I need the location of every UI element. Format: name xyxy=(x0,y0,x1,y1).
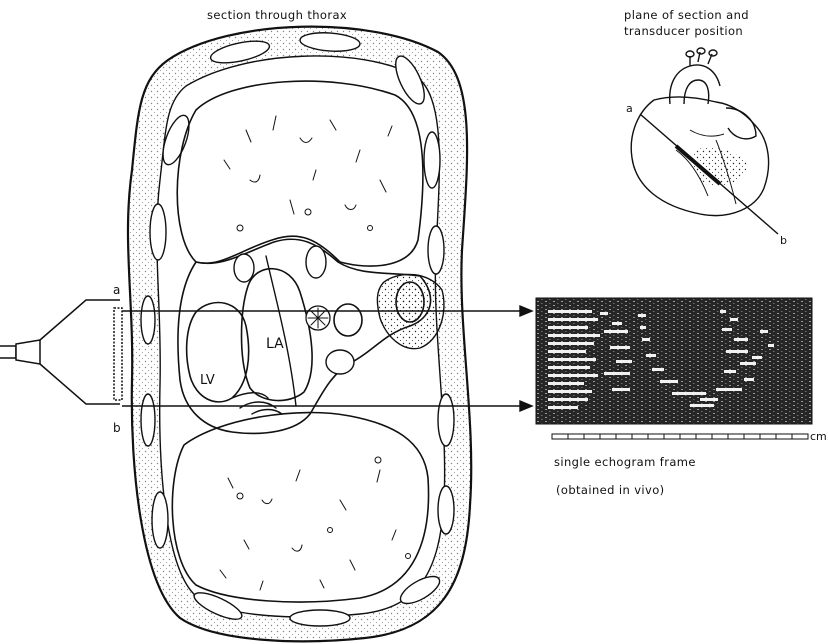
vessel-left xyxy=(234,254,254,282)
beam-arrow-a xyxy=(520,306,532,316)
aorta xyxy=(334,304,362,336)
transducer-cable xyxy=(0,346,16,358)
heart-inset xyxy=(631,48,768,216)
scale-unit: cm. xyxy=(810,430,828,443)
scale-bar xyxy=(552,434,808,439)
transducer-body xyxy=(40,300,120,404)
left-atrium xyxy=(242,269,313,401)
upper-lung xyxy=(177,81,423,266)
heart-label-a: a xyxy=(626,102,633,115)
label-beam-a: a xyxy=(113,283,120,297)
lower-lung xyxy=(172,413,428,602)
thorax-section xyxy=(128,27,471,642)
label-la: LA xyxy=(266,336,284,352)
vessel-upper xyxy=(306,246,326,278)
beam-arrow-b xyxy=(520,401,532,411)
transducer xyxy=(0,300,122,404)
vessel-lower xyxy=(326,350,354,374)
transducer-handle xyxy=(16,340,40,364)
heart-label-b: b xyxy=(780,234,787,247)
label-lv: LV xyxy=(200,373,215,388)
left-ventricle xyxy=(187,303,249,402)
transducer-array xyxy=(114,308,122,400)
echogram-frame xyxy=(536,298,812,424)
label-beam-b: b xyxy=(113,421,121,435)
mitral-valve xyxy=(232,393,282,414)
